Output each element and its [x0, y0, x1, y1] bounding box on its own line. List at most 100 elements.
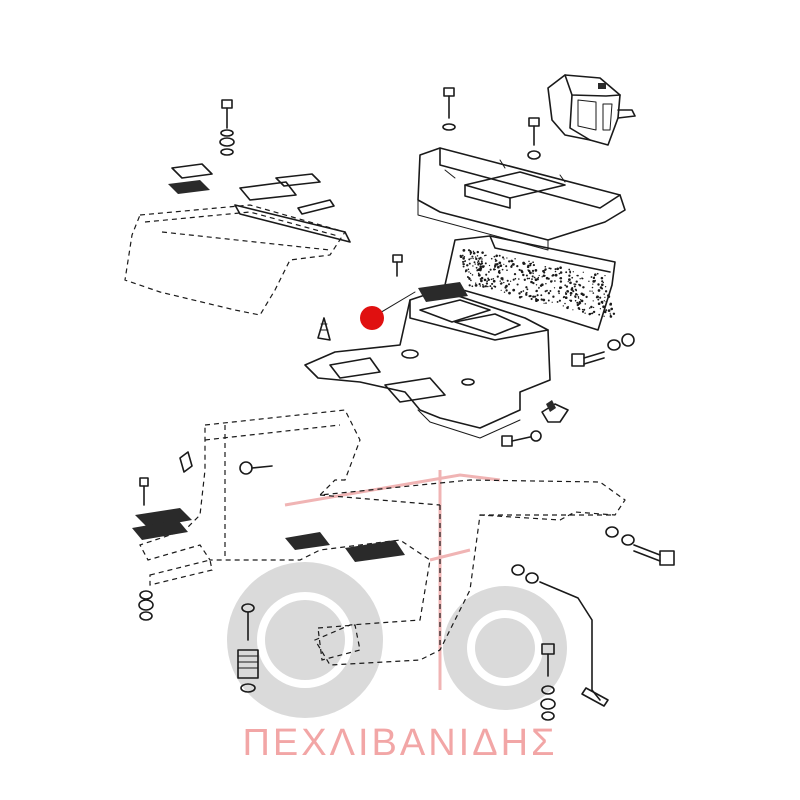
mat-stipple-dot: [471, 274, 474, 276]
mat-stipple-dot: [569, 271, 572, 274]
mat-stipple-dot: [531, 269, 535, 272]
mat-stipple-dot: [468, 277, 471, 280]
mat-stipple-dot: [603, 315, 605, 317]
mat-stipple-dot: [602, 302, 604, 304]
mat-stipple-dot: [581, 310, 585, 313]
floor-mats-center: [285, 532, 405, 562]
mat-stipple-dot: [531, 275, 534, 278]
mat-stipple-dot: [467, 268, 470, 271]
mat-stipple-dot: [540, 298, 543, 301]
mat-stipple-dot: [554, 273, 558, 277]
mat-stipple-dot: [554, 280, 556, 282]
mat-stipple-dot: [543, 302, 545, 304]
mat-stipple-dot: [551, 280, 553, 282]
mat-stipple-dot: [541, 276, 543, 278]
mat-stipple-dot: [532, 261, 534, 264]
mat-stipple-dot: [574, 295, 577, 299]
mat-stipple-dot: [508, 260, 511, 263]
screw-above-floor: [392, 254, 403, 277]
spring-mount: [237, 603, 259, 693]
mat-stipple-dot: [506, 257, 508, 259]
mat-stipple-dot: [577, 274, 579, 277]
mat-stipple-dot: [604, 286, 607, 288]
mat-stipple-dot: [494, 263, 497, 266]
latch-assembly: [541, 400, 569, 423]
mat-stipple-dot: [592, 283, 594, 285]
mat-stipple-dot: [472, 265, 474, 267]
mat-stipple-dot: [484, 285, 488, 288]
cab-frame-part: [547, 74, 636, 146]
mat-stipple-dot: [549, 290, 552, 292]
mat-stipple-dot: [518, 295, 522, 299]
mat-stipple-dot: [527, 269, 529, 271]
mat-stipple-dot: [544, 290, 547, 293]
mat-stipple-dot: [552, 295, 555, 298]
mat-stipple-dot: [576, 301, 579, 304]
mat-stipple-dot: [580, 292, 584, 296]
mat-stipple-dot: [566, 290, 569, 293]
mat-stipple-dot: [485, 273, 488, 276]
mat-stipple-dot: [522, 273, 525, 277]
mat-stipple-dot: [489, 268, 492, 271]
mat-stipple-dot: [468, 262, 471, 265]
mat-stipple-dot: [465, 269, 468, 272]
mat-stipple-dot: [589, 290, 591, 292]
mat-stipple-dot: [575, 280, 578, 283]
mat-stipple-dot: [529, 264, 532, 267]
mat-stipple-dot: [591, 312, 594, 315]
operator-platform-frame: [139, 409, 626, 666]
mat-stipple-dot: [495, 259, 498, 262]
callout-marker[interactable]: [360, 306, 384, 330]
step-plate-left: [132, 477, 192, 540]
mat-stipple-dot: [477, 263, 480, 266]
mat-stipple-dot: [588, 312, 591, 316]
mat-stipple-dot: [498, 270, 500, 273]
mat-stipple-dot: [529, 294, 532, 298]
mat-stipple-dot: [517, 278, 520, 280]
mat-stipple-dot: [578, 284, 582, 287]
mat-stipple-dot: [544, 275, 546, 277]
mat-stipple-dot: [535, 297, 538, 301]
bolt-stack-lower-left: [138, 590, 154, 621]
mat-stipple-dot: [473, 261, 476, 264]
mat-stipple-dot: [474, 263, 476, 265]
mat-stipple-dot: [512, 278, 515, 281]
mat-stipple-dot: [574, 283, 577, 286]
watermark-brand-text: ΠΕΧΛΙΒΑΝΙΔΗΣ: [242, 722, 558, 764]
mat-stipple-dot: [495, 262, 499, 266]
mat-stipple-dot: [565, 271, 568, 274]
mat-stipple-dot: [489, 285, 492, 288]
mat-stipple-dot: [606, 295, 609, 297]
mat-stipple-dot: [470, 257, 472, 260]
mat-stipple-dot: [584, 312, 586, 314]
mat-stipple-dot: [573, 283, 576, 285]
mat-stipple-dot: [539, 284, 543, 287]
mat-stipple-dot: [500, 282, 503, 285]
mat-stipple-dot: [569, 294, 572, 297]
mat-stipple-dot: [532, 281, 535, 285]
mat-stipple-dot: [522, 290, 525, 292]
mat-stipple-dot: [498, 261, 502, 265]
mat-stipple-dot: [564, 296, 568, 300]
mat-stipple-dot: [484, 262, 487, 265]
mat-stipple-dot: [505, 265, 508, 268]
mat-stipple-dot: [609, 315, 613, 318]
mat-stipple-dot: [579, 278, 581, 280]
mat-stipple-dot: [577, 307, 580, 310]
bolt-stack-top-center: [442, 87, 456, 131]
mat-stipple-dot: [511, 260, 514, 263]
mat-stipple-dot: [597, 283, 600, 286]
mat-stipple-dot: [532, 264, 535, 267]
clip-small: [179, 451, 193, 473]
mat-stipple-dot: [542, 298, 546, 302]
mat-stipple-dot: [496, 265, 500, 269]
mat-stipple-dot: [590, 276, 593, 278]
mat-stipple-dot: [522, 261, 525, 265]
mat-stipple-dot: [547, 292, 551, 295]
mat-stipple-dot: [597, 302, 601, 305]
mat-stipple-dot: [480, 260, 483, 263]
mat-stipple-dot: [478, 283, 481, 286]
mat-stipple-dot: [475, 257, 478, 261]
mat-stipple-dot: [501, 277, 504, 279]
mat-stipple-dot: [599, 296, 602, 299]
